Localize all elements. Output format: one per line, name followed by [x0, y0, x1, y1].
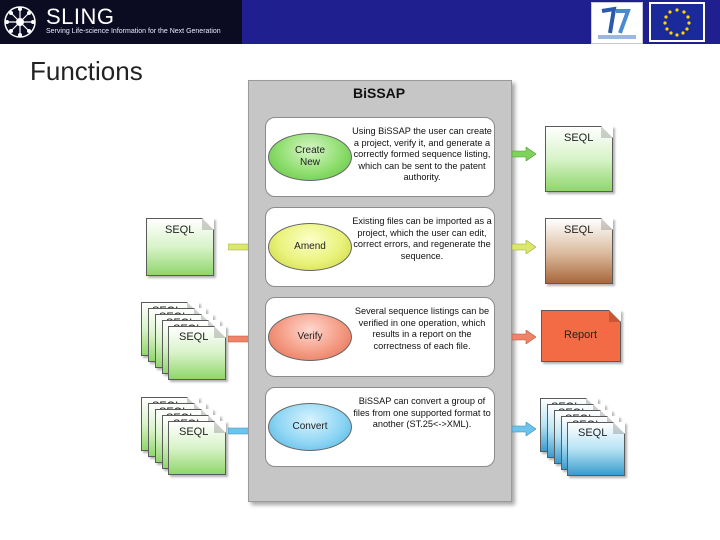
verify-ellipse: Verify	[268, 313, 352, 361]
create-description: Using BiSSAP the user can create a proje…	[352, 126, 492, 182]
amend-ellipse: Amend	[268, 223, 352, 271]
verify-row: Verify Several sequence listings can be …	[265, 297, 495, 377]
output-seql-stack: SEQL SEQL SEQL SEQL SEQL	[540, 398, 625, 476]
convert-label: Convert	[292, 421, 328, 432]
fp7-logo	[591, 2, 643, 44]
amended-seql-document: SEQL	[545, 218, 613, 284]
input-seql-stack-verify: SEQL SEQL SEQL SEQL SEQL	[141, 302, 226, 380]
panel-title: BiSSAP	[353, 85, 406, 101]
brand-tagline: Serving Life-science Information for the…	[46, 28, 221, 35]
verify-output-arrow	[512, 330, 536, 344]
amend-label: Amend	[294, 241, 326, 252]
seql-label: SEQL	[165, 224, 195, 236]
seql-label: SEQL	[564, 132, 594, 144]
amend-row: Amend Existing files can be imported as …	[265, 207, 495, 287]
report-document: Report	[541, 310, 621, 362]
eu-flag-icon	[649, 2, 705, 42]
convert-output-arrow	[512, 422, 536, 436]
verify-description: Several sequence listings can be verifie…	[354, 306, 490, 351]
brand-name: SLING	[46, 4, 115, 29]
sling-network-logo-icon	[4, 6, 36, 38]
verify-label: Verify	[297, 331, 323, 342]
output-seql-document: SEQL	[545, 126, 613, 192]
input-seql-stack-convert: SEQL SEQL SEQL SEQL SEQL	[141, 397, 226, 475]
report-label: Report	[564, 329, 598, 341]
convert-row: Convert BiSSAP can convert a group of fi…	[265, 387, 495, 467]
page-title: Functions	[30, 56, 143, 86]
seql-label: SEQL	[564, 224, 594, 236]
create-output-arrow	[512, 147, 536, 161]
logo-area: SLING Serving Life-science Information f…	[0, 0, 242, 44]
input-seql-document: SEQL	[146, 218, 214, 276]
new-label: New	[299, 157, 320, 168]
amend-description: Existing files can be imported as a proj…	[352, 216, 492, 261]
convert-description: BiSSAP can convert a group of files from…	[353, 396, 491, 429]
create-label: Create	[294, 145, 325, 156]
convert-ellipse: Convert	[268, 403, 352, 451]
amend-output-arrow	[512, 240, 536, 254]
